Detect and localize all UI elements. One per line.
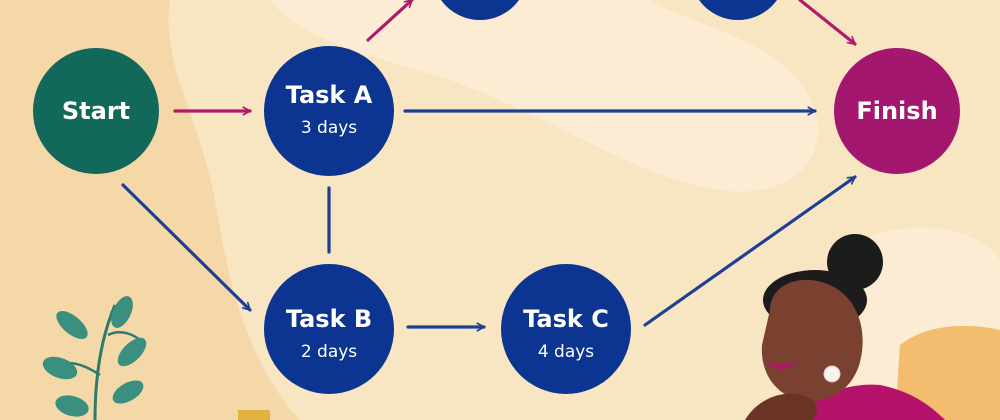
arrow-task-c-to-finish [643,175,857,327]
task-a-label: Task A [286,81,373,109]
finish-label: Finish [856,97,937,125]
arrow-task-a-to-top [366,0,414,42]
chair-shape [895,325,1000,420]
task-node-top-right-partial [699,0,777,20]
task-a-duration: 3 days [301,118,357,138]
node-start: Start [33,48,159,174]
node-task-c: Task C 4 days [501,264,631,394]
plant-illustration [42,296,147,420]
task-b-duration: 2 days [301,342,357,362]
earring-icon [823,365,841,383]
node-task-a: Task A 3 days [264,46,394,176]
node-finish: Finish [834,48,960,174]
task-a-circle [264,46,394,176]
task-b-label: Task B [286,305,372,333]
node-task-b: Task B 2 days [264,264,394,394]
face [761,279,863,402]
edges [121,0,857,327]
background-blob-top [270,0,819,192]
finish-circle [834,48,960,174]
start-label: Start [62,97,130,125]
mouth [765,360,798,369]
woman-illustration [745,234,1000,420]
pot-edge [238,410,270,420]
task-c-label: Task C [523,305,609,333]
arrow-top-to-finish [798,0,857,46]
task-b-circle [264,264,394,394]
task-c-duration: 4 days [538,342,594,362]
arm [745,393,817,420]
task-c-circle [501,264,631,394]
arrow-start-to-task-b [121,183,252,312]
task-node-top-left-partial [441,0,519,20]
start-circle [33,48,159,174]
